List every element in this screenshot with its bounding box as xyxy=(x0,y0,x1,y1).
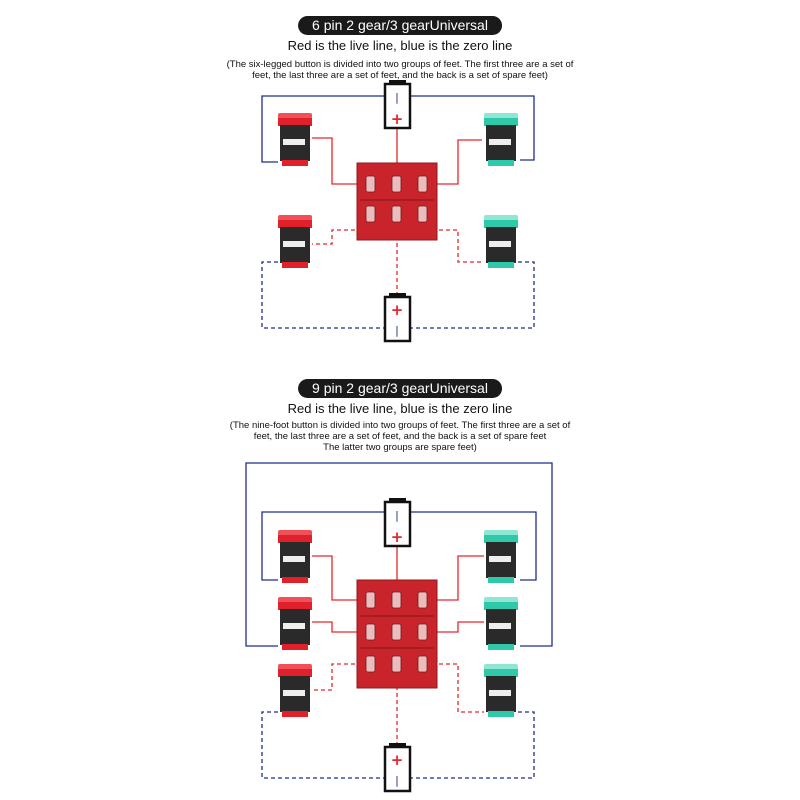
neutral-wire-dashed xyxy=(261,711,535,779)
battery-minus: | xyxy=(395,91,399,104)
rocker-switch-9-pin xyxy=(356,579,438,689)
battery-plus: + xyxy=(391,110,404,128)
indicator-lamp-green-icon xyxy=(484,113,518,166)
live-wire-solid xyxy=(312,546,484,633)
live-wire-dashed xyxy=(312,663,484,746)
indicator-lamp-red-icon xyxy=(278,664,312,717)
note-line: (The nine-foot button is divided into tw… xyxy=(229,420,571,431)
diagram-subtitle: Red is the live line, blue is the zero l… xyxy=(287,38,513,53)
live-wire-dashed xyxy=(312,229,484,296)
indicator-lamp-green-icon xyxy=(484,597,518,650)
battery-plus: + xyxy=(391,751,404,769)
indicator-lamp-green-icon xyxy=(484,215,518,268)
diagram-6-pin: 6 pin 2 gear/3 gearUniversal Red is the … xyxy=(0,0,800,380)
battery-bottom: + | xyxy=(383,743,412,793)
note-line: (The six-legged button is divided into t… xyxy=(226,59,574,70)
neutral-wire-dashed xyxy=(261,261,535,329)
note-line: feet, the last three are a set of feet, … xyxy=(253,431,547,442)
note-line: feet, the last three are a set of feet, … xyxy=(252,70,548,81)
indicator-lamp-green-icon xyxy=(484,664,518,717)
battery-plus: + xyxy=(391,301,404,319)
live-wire-solid xyxy=(312,128,482,185)
indicator-lamp-red-icon xyxy=(278,530,312,583)
wiring-diagram-6-pin: | + + | xyxy=(261,80,535,343)
diagram-title: 9 pin 2 gear/3 gearUniversal xyxy=(298,379,502,398)
diagram-note: (The nine-foot button is divided into tw… xyxy=(0,420,800,453)
indicator-lamp-red-icon xyxy=(278,215,312,268)
battery-plus: + xyxy=(391,528,404,546)
battery-minus: | xyxy=(395,324,399,337)
battery-minus: | xyxy=(395,509,399,522)
indicator-lamp-red-icon xyxy=(278,113,312,166)
diagram-subtitle: Red is the live line, blue is the zero l… xyxy=(287,401,513,416)
battery-top: | + xyxy=(383,80,412,130)
rocker-switch-6-pin xyxy=(356,162,438,241)
battery-minus: | xyxy=(395,774,399,787)
indicator-lamp-red-icon xyxy=(278,597,312,650)
diagram-note: (The six-legged button is divided into t… xyxy=(0,59,800,81)
neutral-wire-solid xyxy=(245,462,553,647)
note-line: The latter two groups are spare feet) xyxy=(323,442,477,453)
neutral-wire-solid xyxy=(261,95,535,163)
indicator-lamp-green-icon xyxy=(484,530,518,583)
diagram-title: 6 pin 2 gear/3 gearUniversal xyxy=(298,16,502,35)
battery-top: | + xyxy=(383,498,412,548)
battery-bottom: + | xyxy=(383,293,412,343)
